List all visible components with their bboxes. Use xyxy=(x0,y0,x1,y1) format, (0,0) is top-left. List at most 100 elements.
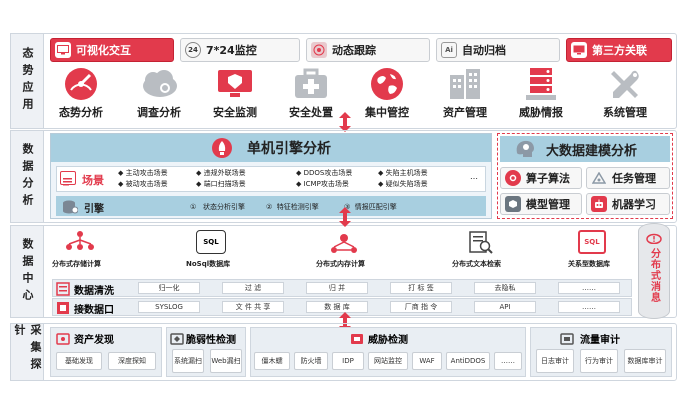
scene-text: ICMP攻击场景 xyxy=(303,180,349,188)
bigdata-model-mgmt[interactable]: 模型管理 xyxy=(500,193,582,215)
asset-icon xyxy=(56,330,70,349)
tab-label: 动态跟踪 xyxy=(332,44,376,57)
app-central-control[interactable]: 集中管控 xyxy=(352,66,422,126)
app-security-monitor[interactable]: 安全监测 xyxy=(200,66,270,126)
engine-text: 情报匹配引擎 xyxy=(354,203,397,211)
threat-item: WAF xyxy=(412,352,442,370)
tab-dynamic-tracking[interactable]: 动态跟踪 xyxy=(306,38,430,62)
audit-icon xyxy=(560,330,574,349)
app-label: 系统管理 xyxy=(603,106,647,119)
interface-label: 接数据口 xyxy=(74,305,114,316)
distributed-storage-icon xyxy=(64,230,96,256)
app-label: 安全监测 xyxy=(213,106,257,119)
cleaning-cell: 过 滤 xyxy=(222,282,284,294)
tab-label: 自动归档 xyxy=(462,44,506,57)
screen-icon xyxy=(571,42,587,58)
storage-label: 关系型数据库 xyxy=(568,260,610,268)
scene-item: ◆ 被动攻击场景 xyxy=(118,180,168,188)
engine-title: 单机引擎分析 xyxy=(247,141,331,157)
app-label: 资产管理 xyxy=(443,106,487,119)
clean-icon xyxy=(56,281,70,300)
app-security-response[interactable]: 安全处置 xyxy=(276,66,346,126)
cleaning-cell: 归 并 xyxy=(306,282,368,294)
model-icon xyxy=(505,196,521,212)
tab-visual-interaction[interactable]: 可视化交互 xyxy=(50,38,174,62)
bigdata-machine-learning[interactable]: 机器学习 xyxy=(586,193,670,215)
bigdata-item-label: 机器学习 xyxy=(612,198,656,211)
bigdata-item-label: 算子算法 xyxy=(526,172,570,185)
engine-title-bar: 单机引擎分析 xyxy=(51,134,491,162)
audit-title: 流量审计 xyxy=(580,335,620,346)
gears-icon xyxy=(505,170,521,186)
scene-text: 端口扫描场景 xyxy=(203,180,246,188)
app-label: 安全处置 xyxy=(289,106,333,119)
flow-arrow-icon xyxy=(339,112,351,132)
buildings-icon xyxy=(446,66,484,102)
tasks-icon xyxy=(591,170,607,186)
audit-item: 数据库审计 xyxy=(624,349,666,373)
vuln-item: 系统漏扫 xyxy=(172,349,204,373)
engine-text: 状态分析引擎 xyxy=(202,203,245,211)
scene-item: ◆ 端口扫描场景 xyxy=(196,180,246,188)
engine-label: 引擎 xyxy=(84,204,104,215)
scene-more: … xyxy=(470,172,478,181)
flow-arrow-icon xyxy=(339,207,351,227)
gauge-icon xyxy=(62,66,100,102)
app-threat-intel[interactable]: 威胁情报 xyxy=(506,66,576,126)
tab-label: 第三方关联 xyxy=(592,44,647,57)
app-label: 调查分析 xyxy=(137,106,181,119)
app-investigation[interactable]: 调查分析 xyxy=(124,66,194,126)
scene-item: ◆ 违规外联场景 xyxy=(196,169,246,177)
layer-label-center: 数据中心 xyxy=(10,225,44,318)
cleaning-cell: 去隐私 xyxy=(474,282,536,294)
threat-item: 僵木蠕 xyxy=(254,352,290,370)
threat-icon xyxy=(350,330,364,349)
scene-text: 违规外联场景 xyxy=(203,169,246,177)
tab-24h-monitor[interactable]: 24 7*24监控 xyxy=(180,38,300,62)
threat-item: AntiDDOS xyxy=(446,352,490,370)
asset-discovery-title: 资产发现 xyxy=(74,335,114,346)
bigdata-task-mgmt[interactable]: 任务管理 xyxy=(586,167,670,189)
engine-num: ② xyxy=(266,203,273,211)
monitor-shield-icon xyxy=(216,66,254,102)
text-search-icon xyxy=(468,230,494,260)
engine-row xyxy=(56,196,486,216)
tab-label: 7*24监控 xyxy=(206,44,257,57)
scene-item: ◆ 主动攻击场景 xyxy=(118,169,168,177)
app-system-management[interactable]: 系统管理 xyxy=(590,66,660,126)
cleaning-cell: 打 标 签 xyxy=(390,282,452,294)
storage-label: 分布式内存计算 xyxy=(316,260,365,268)
cleaning-label: 数据清洗 xyxy=(74,286,114,297)
interface-cell: 数 据 库 xyxy=(306,301,368,313)
asset-item: 基础发现 xyxy=(56,352,102,370)
threat-item: 网站监控 xyxy=(368,352,408,370)
vuln-item: Web漏扫 xyxy=(210,349,242,373)
vuln-icon xyxy=(170,330,184,349)
scene-label: 场景 xyxy=(82,174,104,187)
threat-item: IDP xyxy=(332,352,364,370)
app-situation-analysis[interactable]: 态势分析 xyxy=(46,66,116,126)
app-label: 集中管控 xyxy=(365,106,409,119)
database-icon xyxy=(62,199,79,218)
scene-item: ◆ 疑似失陷场景 xyxy=(378,180,428,188)
scene-text: 疑似失陷场景 xyxy=(385,180,428,188)
interface-cell: …… xyxy=(558,301,620,313)
scene-text: 失陷主机场景 xyxy=(385,169,428,177)
tab-auto-archive[interactable]: Ai 自动归档 xyxy=(436,38,560,62)
nosql-icon: SQL xyxy=(196,230,226,254)
audit-item: 行为审计 xyxy=(580,349,618,373)
threat-item: …… xyxy=(494,352,522,370)
bigdata-item-label: 任务管理 xyxy=(612,172,656,185)
rocket-icon xyxy=(212,138,232,158)
app-asset-management[interactable]: 资产管理 xyxy=(430,66,500,126)
interface-cell: SYSLOG xyxy=(138,301,200,313)
tools-icon xyxy=(606,66,644,102)
bigdata-operator-algo[interactable]: 算子算法 xyxy=(500,167,582,189)
interface-cell: 文 件 共 享 xyxy=(222,301,284,313)
vuln-title: 脆弱性检测 xyxy=(186,335,236,346)
scene-item: ◆ 失陷主机场景 xyxy=(378,169,428,177)
scene-text: 主动攻击场景 xyxy=(125,169,168,177)
tab-third-party[interactable]: 第三方关联 xyxy=(566,38,672,62)
brain-head-icon xyxy=(516,140,534,157)
